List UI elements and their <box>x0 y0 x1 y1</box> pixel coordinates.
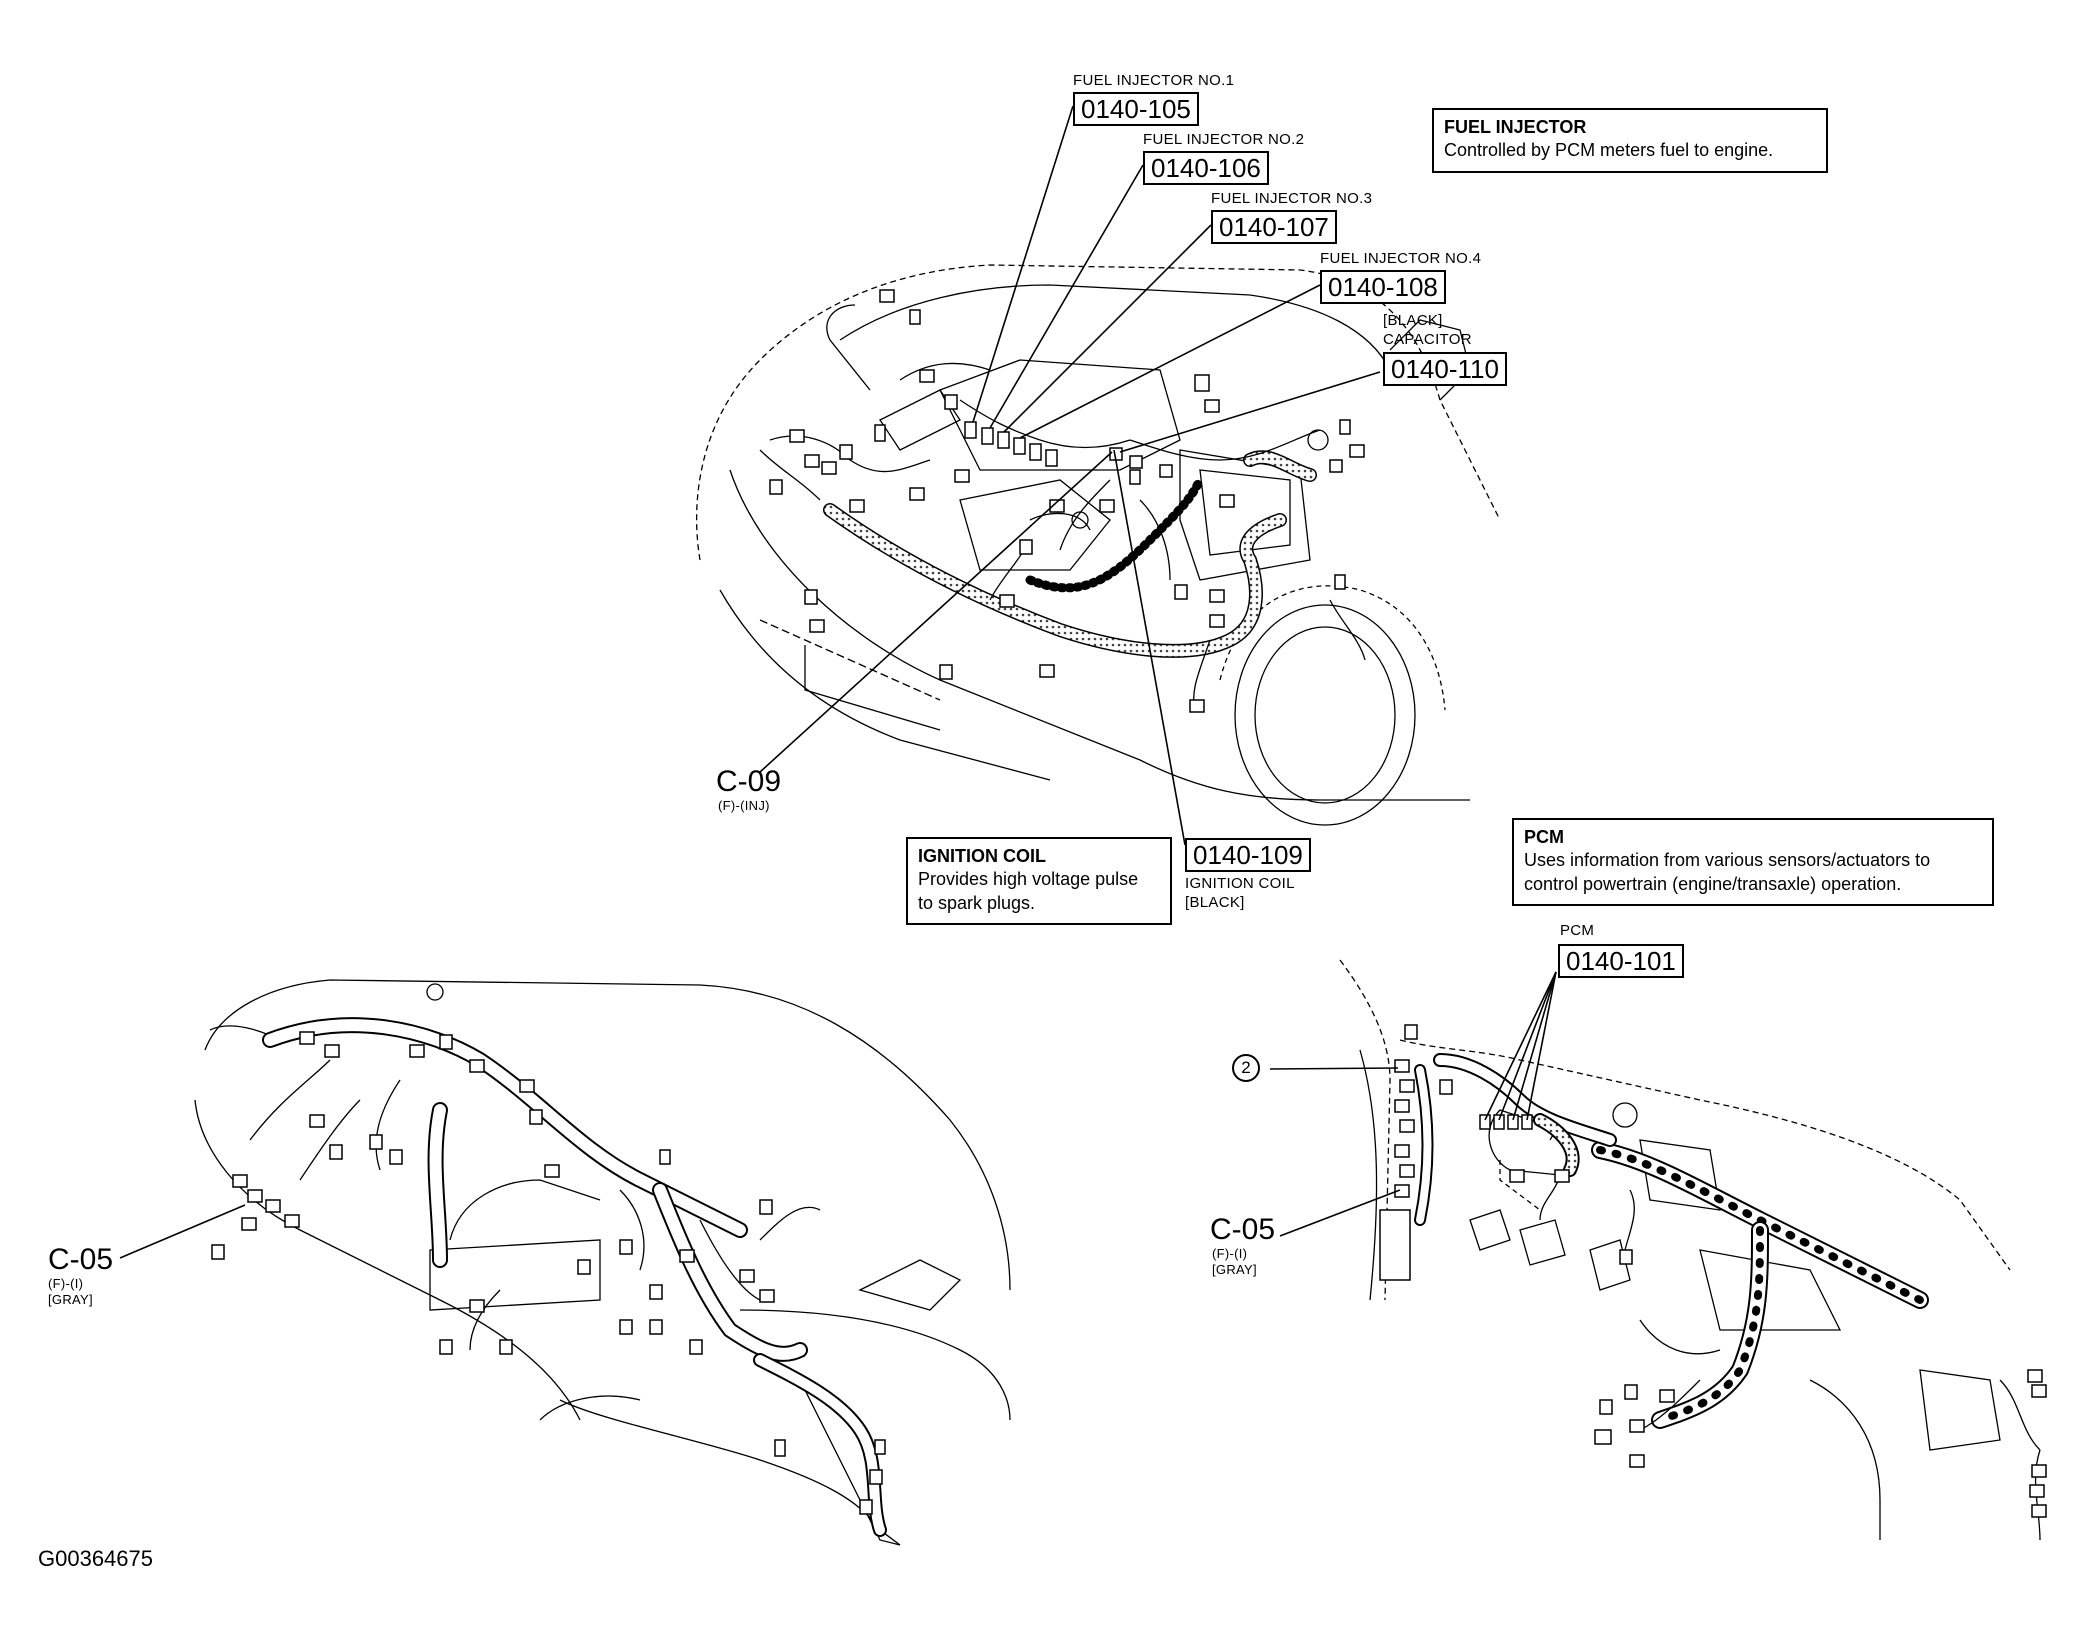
dash-left-drawing <box>194 979 1011 1546</box>
fuel-injector-4-code[interactable]: 0140-108 <box>1320 270 1446 304</box>
marker-2: 2 <box>1232 1054 1260 1082</box>
ignition-coil-info-body: Provides high voltage pulse to spark plu… <box>918 869 1139 913</box>
capacitor-code[interactable]: 0140-110 <box>1383 352 1507 386</box>
pcm-info-box: PCM Uses information from various sensor… <box>1512 818 1994 907</box>
ignition-coil-code[interactable]: 0140-109 <box>1185 838 1311 872</box>
engine-leader-lines <box>759 105 1381 846</box>
fuel-injector-3-code[interactable]: 0140-107 <box>1211 210 1337 244</box>
connector-c05-left-sub: (F)-(I) <box>48 1276 84 1291</box>
dash-left-leader <box>119 1204 246 1259</box>
ignition-coil-info-box: IGNITION COIL Provides high voltage puls… <box>906 837 1172 926</box>
dash-right-leaders <box>1269 971 1557 1237</box>
ignition-coil-label: IGNITION COIL <box>1185 875 1295 892</box>
capacitor-label: CAPACITOR <box>1383 331 1472 348</box>
dash-right-drawing <box>1339 959 2047 1541</box>
fuel-injector-1-label: FUEL INJECTOR NO.1 <box>1073 72 1235 89</box>
fuel-injector-4-label: FUEL INJECTOR NO.4 <box>1320 250 1482 267</box>
pcm-label: PCM <box>1560 922 1595 939</box>
pcm-info-body: Uses information from various sensors/ac… <box>1524 850 1931 894</box>
ignition-coil-info-title: IGNITION COIL <box>918 846 1046 866</box>
pcm-info-title: PCM <box>1524 827 1564 847</box>
engine-bay-drawing <box>696 264 1501 826</box>
figure-id: G00364675 <box>38 1546 153 1571</box>
connector-c09-sub: (F)-(INJ) <box>718 798 770 813</box>
fuel-injector-2-label: FUEL INJECTOR NO.2 <box>1143 131 1305 148</box>
fuel-injector-2-code[interactable]: 0140-106 <box>1143 151 1269 185</box>
capacitor-color-label: [BLACK] <box>1383 312 1443 329</box>
fuel-injector-3-label: FUEL INJECTOR NO.3 <box>1211 190 1373 207</box>
connector-c05-right-label: C-05 <box>1210 1213 1276 1246</box>
fuel-injector-1-code[interactable]: 0140-105 <box>1073 92 1199 126</box>
fuel-injector-info-box: FUEL INJECTOR Controlled by PCM meters f… <box>1432 108 1828 173</box>
connector-c05-right-sub: (F)-(I) <box>1212 1246 1248 1261</box>
ignition-coil-color-label: [BLACK] <box>1185 894 1245 911</box>
fuel-injector-info-title: FUEL INJECTOR <box>1444 117 1587 137</box>
connector-c05-right-color: [GRAY] <box>1212 1262 1257 1277</box>
connector-c05-left-label: C-05 <box>48 1243 114 1276</box>
connector-c09-label: C-09 <box>716 765 782 798</box>
pcm-code[interactable]: 0140-101 <box>1558 944 1684 978</box>
fuel-injector-info-body: Controlled by PCM meters fuel to engine. <box>1444 140 1774 161</box>
connector-c05-left-color: [GRAY] <box>48 1292 93 1307</box>
